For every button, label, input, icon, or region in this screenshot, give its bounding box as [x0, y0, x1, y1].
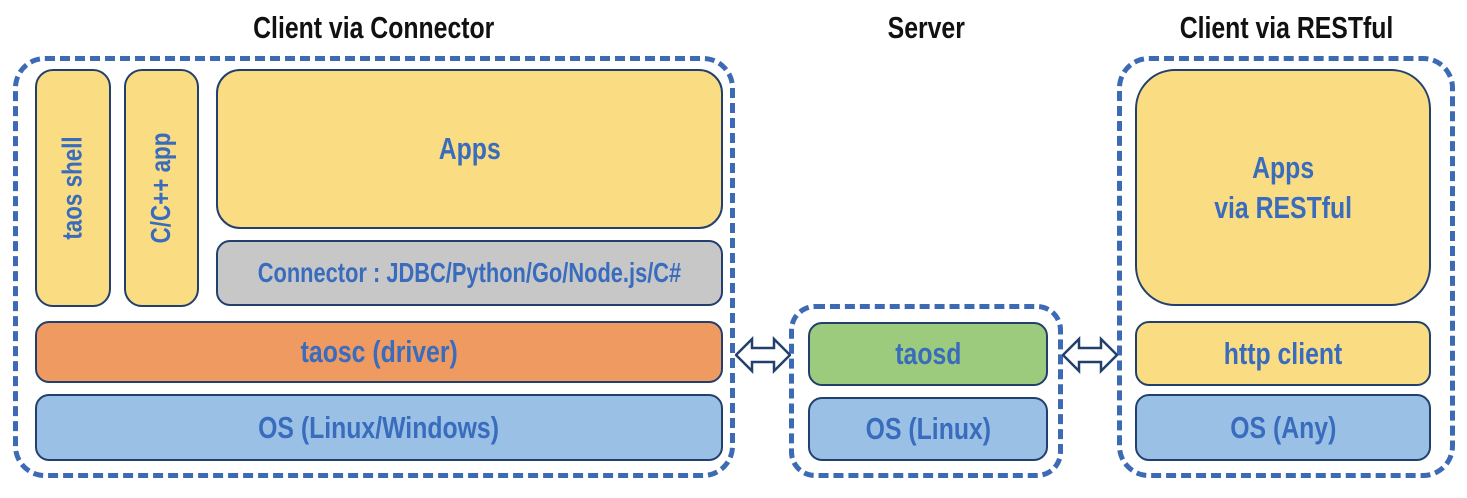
- box-apps-via-restful-label: Apps via RESTful: [1214, 148, 1352, 228]
- box-connector-label: Connector : JDBC/Python/Go/Node.js/C#: [257, 257, 682, 288]
- group-border-client-restful: [1117, 56, 1455, 478]
- box-http-client: http client: [1135, 321, 1431, 386]
- box-os-linux-label: OS (Linux): [865, 411, 991, 446]
- section-title-server: Server: [789, 8, 1063, 48]
- box-taos-shell: taos shell: [35, 69, 111, 307]
- bidirectional-arrow-right-icon: [1062, 335, 1118, 375]
- box-http-client-label: http client: [1223, 335, 1343, 371]
- bidirectional-arrow-left-icon: [735, 335, 791, 375]
- section-title-server-text: Server: [887, 10, 965, 45]
- box-apps-via-restful: Apps via RESTful: [1135, 69, 1431, 306]
- box-cpp-app: C/C++ app: [124, 69, 199, 307]
- box-os-any: OS (Any): [1135, 394, 1431, 461]
- box-apps-via-restful-line2: via RESTful: [1214, 189, 1352, 225]
- box-taosd-label: taosd: [894, 336, 962, 371]
- section-title-client-connector-text: Client via Connector: [253, 10, 495, 45]
- section-title-client-restful-text: Client via RESTful: [1179, 10, 1393, 45]
- box-cpp-app-label: C/C++ app: [145, 132, 177, 244]
- box-os-linux: OS (Linux): [808, 397, 1048, 461]
- section-title-client-restful: Client via RESTful: [1117, 8, 1455, 48]
- box-os-any-label: OS (Any): [1229, 409, 1337, 445]
- box-taosc-driver-label: taosc (driver): [300, 334, 458, 369]
- box-os-linux-windows: OS (Linux/Windows): [35, 394, 723, 461]
- section-title-client-connector: Client via Connector: [13, 8, 735, 48]
- box-apps-via-restful-line1: Apps: [1251, 149, 1314, 185]
- box-taosd: taosd: [808, 322, 1048, 386]
- box-connector: Connector : JDBC/Python/Go/Node.js/C#: [216, 240, 723, 306]
- box-taosc-driver: taosc (driver): [35, 321, 723, 383]
- box-os-linux-windows-label: OS (Linux/Windows): [258, 409, 500, 445]
- group-border-client-connector: [13, 56, 735, 478]
- box-apps: Apps: [216, 69, 723, 229]
- group-border-server: [789, 304, 1063, 478]
- box-taos-shell-label: taos shell: [57, 136, 89, 240]
- box-apps-label: Apps: [438, 131, 501, 166]
